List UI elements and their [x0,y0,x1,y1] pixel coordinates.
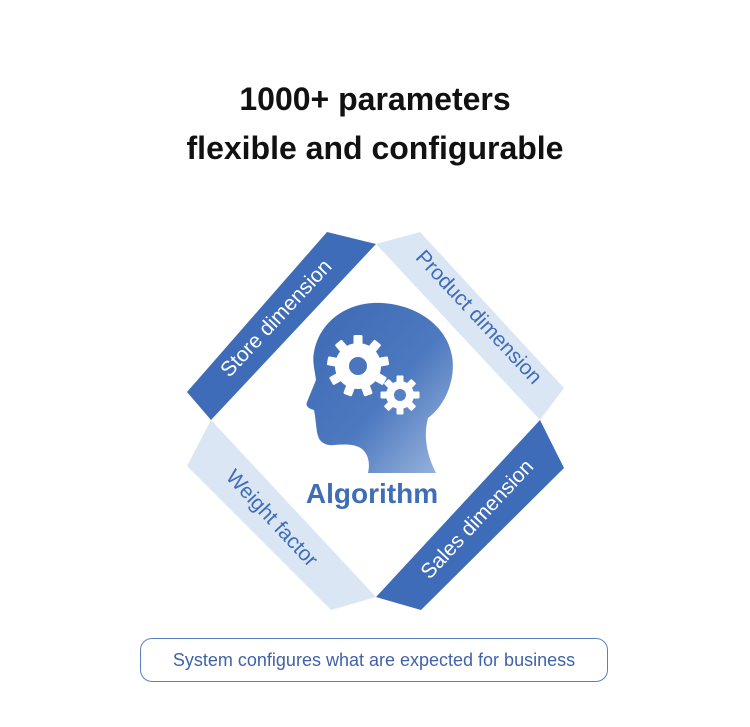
footer-caption-text: System configures what are expected for … [172,649,576,670]
large-gear-icon [326,335,390,397]
store-dimension-band [187,232,376,420]
sales-dimension-label: Sales dimension [416,455,538,583]
sales-dimension-band [376,420,564,610]
segment-weight-factor: Weight factor [187,420,376,610]
headline-line-1: 1000+ parameters [239,81,511,117]
algorithm-label: Algorithm [305,478,439,509]
headline-line-2: flexible and configurable [186,130,564,166]
small-gear-icon [380,375,420,415]
footer-caption-box: System configures what are expected for … [140,638,608,682]
head-silhouette [306,302,453,473]
weight-factor-band [187,420,376,610]
product-dimension-band [376,232,564,420]
head-with-gears-icon [306,302,453,473]
